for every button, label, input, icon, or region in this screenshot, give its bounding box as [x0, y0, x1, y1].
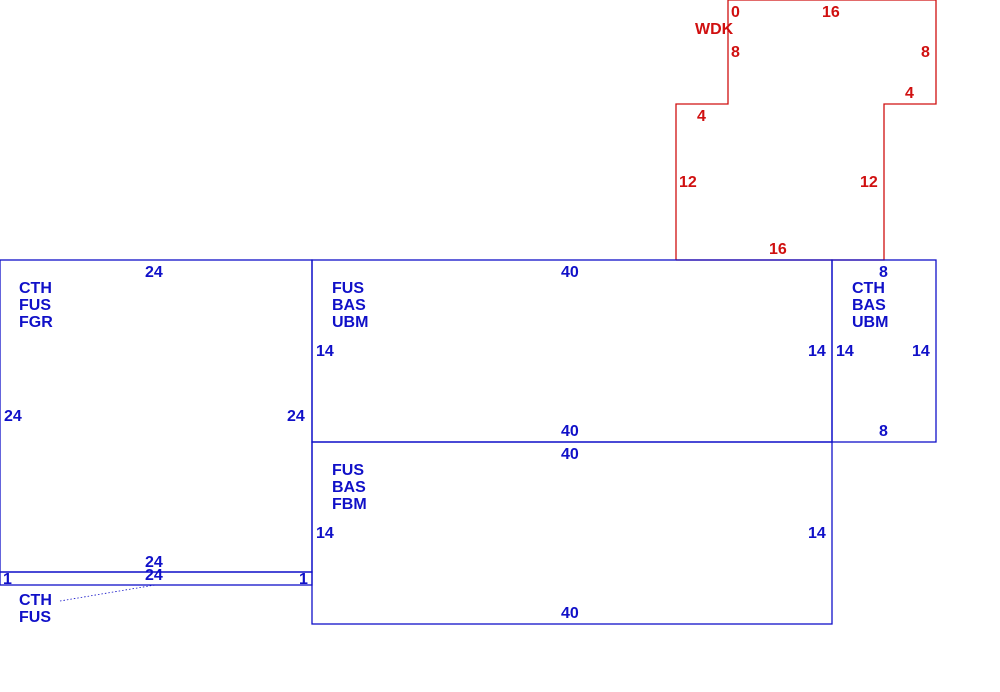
- area-lower-mid-code-2: BAS: [332, 479, 366, 496]
- deck-dim-step-right: 4: [905, 85, 914, 102]
- area-right-dim-right: 14: [912, 343, 930, 360]
- area-right-dim-left: 14: [836, 343, 854, 360]
- area-upper-mid-dim-bottom: 40: [561, 423, 579, 440]
- area-left-dim-top: 24: [145, 264, 163, 281]
- area-right: CTH BAS UBM 8 14 14 8: [831, 259, 937, 443]
- deck-dim-right-upper: 8: [921, 44, 930, 61]
- area-lower-mid-dim-bottom: 40: [561, 605, 579, 622]
- area-strip-leader: [59, 584, 156, 602]
- area-right-code-1: CTH: [852, 280, 885, 297]
- area-left: CTH FUS FGR 24 24 24 24: [0, 259, 313, 573]
- deck-dim-left-lower: 12: [679, 174, 697, 191]
- deck-dim-left-upper: 8: [731, 44, 740, 61]
- deck-area: WDK 0 16 8 8 4 4 12 12 16: [675, 0, 937, 261]
- area-right-outline: [831, 259, 937, 443]
- area-strip-dim-left: 1: [3, 571, 12, 588]
- area-strip: 24 1 1 CTH FUS: [0, 567, 313, 626]
- deck-dim-bottom: 16: [769, 241, 787, 258]
- area-upper-mid-outline: [311, 259, 833, 443]
- area-upper-mid-code-2: BAS: [332, 297, 366, 314]
- area-strip-code-1: CTH: [19, 592, 52, 609]
- area-lower-mid-outline: [311, 441, 833, 625]
- area-left-code-2: FUS: [19, 297, 51, 314]
- deck-dim-step-left: 4: [697, 108, 706, 125]
- area-upper-mid-dim-right: 14: [808, 343, 826, 360]
- deck-dim-right-lower: 12: [860, 174, 878, 191]
- area-lower-mid-dim-right: 14: [808, 525, 826, 542]
- area-upper-mid: FUS BAS UBM 40 14 14 40: [311, 259, 833, 443]
- area-strip-code-2: FUS: [19, 609, 51, 626]
- area-left-code-3: FGR: [19, 314, 53, 331]
- deck-dim-top-left: 0: [731, 4, 740, 21]
- area-lower-mid-code-3: FBM: [332, 496, 367, 513]
- area-upper-mid-dim-top: 40: [561, 264, 579, 281]
- deck-dim-top: 16: [822, 4, 840, 21]
- area-upper-mid-code-1: FUS: [332, 280, 364, 297]
- area-lower-mid: FUS BAS FBM 40 14 14 40: [311, 441, 833, 625]
- area-upper-mid-dim-left: 14: [316, 343, 334, 360]
- area-lower-mid-dim-top: 40: [561, 446, 579, 463]
- area-lower-mid-code-1: FUS: [332, 462, 364, 479]
- area-left-code-1: CTH: [19, 280, 52, 297]
- area-right-code-3: UBM: [852, 314, 888, 331]
- area-strip-dim-right: 1: [299, 571, 308, 588]
- area-upper-mid-code-3: UBM: [332, 314, 368, 331]
- area-left-dim-right: 24: [287, 408, 305, 425]
- area-right-dim-bottom: 8: [879, 423, 888, 440]
- deck-code-label: WDK: [695, 21, 734, 38]
- area-lower-mid-dim-left: 14: [316, 525, 334, 542]
- area-right-dim-top: 8: [879, 264, 888, 281]
- area-strip-dim-top: 24: [145, 567, 163, 584]
- area-left-dim-left: 24: [4, 408, 22, 425]
- area-right-code-2: BAS: [852, 297, 886, 314]
- area-left-dim-bottom: 24: [145, 554, 163, 571]
- deck-outline: [675, 0, 937, 261]
